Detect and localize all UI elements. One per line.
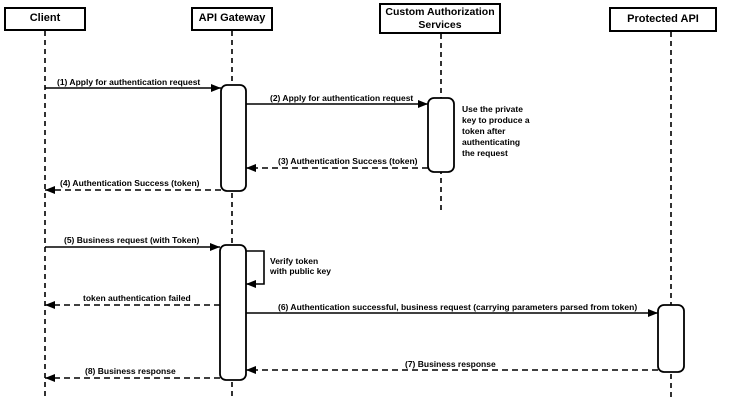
message-label-verify-token: Verify token with public key bbox=[270, 256, 331, 277]
message-label-8: (8) Business response bbox=[85, 366, 176, 376]
message-label-token-failed: token authentication failed bbox=[83, 293, 191, 303]
message-label-3: (3) Authentication Success (token) bbox=[278, 156, 418, 166]
message-label-6: (6) Authentication successful, business … bbox=[278, 302, 638, 312]
activation-custom-auth-services bbox=[427, 97, 455, 173]
note-private-key: Use the private key to produce a token a… bbox=[462, 104, 530, 159]
message-label-5: (5) Business request (with Token) bbox=[64, 235, 200, 245]
actor-api-gateway: API Gateway bbox=[191, 7, 273, 31]
message-label-1: (1) Apply for authentication request bbox=[57, 77, 201, 87]
actor-protected-api: Protected API bbox=[609, 7, 717, 32]
actor-client: Client bbox=[4, 7, 86, 31]
message-label-2: (2) Apply for authentication request bbox=[270, 93, 414, 103]
activation-api-gateway-2 bbox=[219, 244, 247, 381]
activation-protected-api bbox=[657, 304, 685, 373]
activation-api-gateway-1 bbox=[220, 84, 247, 192]
actor-custom-auth-services: Custom Authorization Services bbox=[379, 3, 501, 34]
arrow-self-message-verify-token bbox=[246, 250, 265, 288]
message-label-4: (4) Authentication Success (token) bbox=[60, 178, 200, 188]
message-label-7: (7) Business response bbox=[405, 359, 496, 369]
